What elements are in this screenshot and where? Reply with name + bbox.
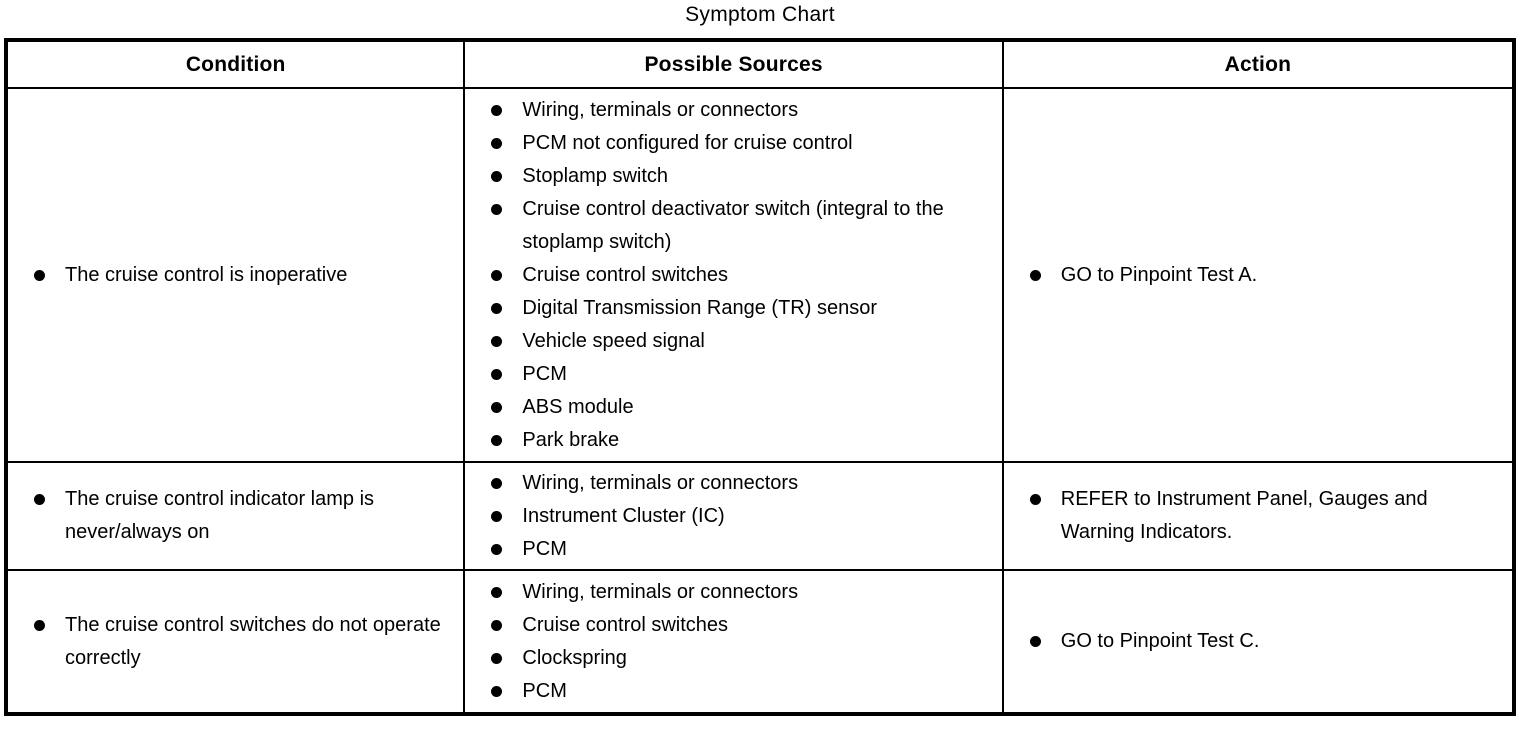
sources-list: Wiring, terminals or connectors Instrume…: [465, 467, 1001, 566]
bullet-icon: [34, 269, 45, 281]
source-text: PCM: [522, 537, 567, 560]
list-item: Cruise control switches: [491, 609, 987, 642]
bullet-icon: [491, 401, 503, 413]
source-text: Cruise control deactivator switch (integ…: [522, 197, 944, 253]
bullet-icon: [491, 368, 503, 380]
list-item: Wiring, terminals or connectors: [491, 576, 987, 609]
bullet-icon: [34, 619, 45, 631]
bullet-icon: [491, 477, 503, 489]
sources-list: Wiring, terminals or connectors PCM not …: [465, 94, 1001, 457]
list-item: The cruise control is inoperative: [34, 259, 449, 292]
bullet-icon: [491, 302, 503, 314]
source-text: Clockspring: [522, 646, 627, 669]
source-text: Cruise control switches: [522, 613, 729, 636]
sources-cell: Wiring, terminals or connectors Cruise c…: [463, 569, 1004, 715]
sources-cell: Wiring, terminals or connectors PCM not …: [463, 87, 1004, 463]
source-text: PCM: [522, 679, 567, 702]
source-text: Wiring, terminals or connectors: [522, 471, 799, 494]
source-text: PCM: [522, 362, 567, 385]
sources-cell: Wiring, terminals or connectors Instrume…: [463, 461, 1004, 571]
bullet-icon: [1029, 494, 1041, 505]
bullet-icon: [491, 510, 503, 522]
condition-text: The cruise control is inoperative: [65, 263, 348, 286]
condition-cell: The cruise control switches do not opera…: [4, 569, 466, 715]
action-text: REFER to Instrument Panel, Gauges and Wa…: [1060, 488, 1428, 543]
column-header-condition: Condition: [4, 39, 466, 89]
bullet-icon: [491, 619, 503, 631]
list-item: The cruise control indicator lamp is nev…: [34, 483, 449, 549]
bullet-icon: [1029, 636, 1041, 647]
bullet-icon: [491, 203, 503, 215]
list-item: Wiring, terminals or connectors: [491, 467, 987, 500]
source-text: Wiring, terminals or connectors: [522, 98, 799, 121]
sources-list: Wiring, terminals or connectors Cruise c…: [465, 576, 1001, 708]
list-item: Digital Transmission Range (TR) sensor: [491, 292, 987, 325]
bullet-icon: [491, 543, 503, 555]
action-text: GO to Pinpoint Test C.: [1060, 630, 1260, 652]
bullet-icon: [491, 170, 503, 182]
bullet-icon: [34, 494, 45, 505]
source-text: Park brake: [522, 428, 620, 451]
source-text: Vehicle speed signal: [522, 329, 705, 352]
condition-cell: The cruise control indicator lamp is nev…: [4, 461, 466, 571]
list-item: Vehicle speed signal: [491, 325, 987, 358]
source-text: Wiring, terminals or connectors: [522, 580, 799, 603]
condition-cell: The cruise control is inoperative: [4, 87, 466, 463]
list-item: PCM not configured for cruise control: [491, 127, 987, 160]
source-text: Stoplamp switch: [522, 164, 669, 187]
bullet-icon: [491, 586, 503, 598]
source-text: ABS module: [522, 395, 634, 418]
bullet-icon: [491, 652, 503, 664]
list-item: ABS module: [491, 391, 987, 424]
bullet-icon: [1029, 269, 1041, 281]
column-header-action: Action: [1001, 39, 1516, 89]
bullet-icon: [491, 434, 503, 446]
action-text: GO to Pinpoint Test A.: [1060, 263, 1258, 286]
list-item: GO to Pinpoint Test C.: [1029, 625, 1498, 658]
list-item: Instrument Cluster (IC): [491, 500, 987, 533]
table-row: The cruise control indicator lamp is nev…: [4, 461, 1516, 571]
source-text: PCM not configured for cruise control: [522, 131, 853, 154]
list-item: PCM: [491, 533, 987, 566]
bullet-icon: [491, 137, 503, 149]
bullet-icon: [491, 269, 503, 281]
bullet-icon: [491, 685, 503, 697]
list-item: PCM: [491, 358, 987, 391]
list-item: Cruise control switches: [491, 259, 987, 292]
condition-text: The cruise control switches do not opera…: [65, 613, 441, 669]
list-item: Clockspring: [491, 642, 987, 675]
source-text: Digital Transmission Range (TR) sensor: [522, 296, 877, 319]
symptom-chart-table: Condition Possible Sources Action The cr…: [4, 38, 1516, 716]
action-cell: REFER to Instrument Panel, Gauges and Wa…: [1001, 461, 1516, 571]
table-row: The cruise control is inoperative Wiring…: [4, 87, 1516, 463]
list-item: GO to Pinpoint Test A.: [1029, 259, 1498, 292]
source-text: Instrument Cluster (IC): [522, 504, 725, 527]
bullet-icon: [491, 104, 503, 116]
table-header-row: Condition Possible Sources Action: [4, 39, 1516, 89]
source-text: Cruise control switches: [522, 263, 729, 286]
list-item: Wiring, terminals or connectors: [491, 94, 987, 127]
list-item: Park brake: [491, 424, 987, 457]
condition-text: The cruise control indicator lamp is nev…: [65, 488, 375, 543]
list-item: REFER to Instrument Panel, Gauges and Wa…: [1029, 483, 1498, 549]
bullet-icon: [491, 335, 503, 347]
table-row: The cruise control switches do not opera…: [4, 569, 1516, 715]
action-cell: GO to Pinpoint Test C.: [1001, 569, 1516, 715]
list-item: PCM: [491, 675, 987, 708]
column-header-possible-sources: Possible Sources: [463, 39, 1004, 89]
page-title: Symptom Chart: [685, 3, 835, 26]
list-item: Stoplamp switch: [491, 160, 987, 193]
list-item: The cruise control switches do not opera…: [34, 609, 449, 675]
list-item: Cruise control deactivator switch (integ…: [491, 193, 987, 259]
action-cell: GO to Pinpoint Test A.: [1001, 87, 1516, 463]
